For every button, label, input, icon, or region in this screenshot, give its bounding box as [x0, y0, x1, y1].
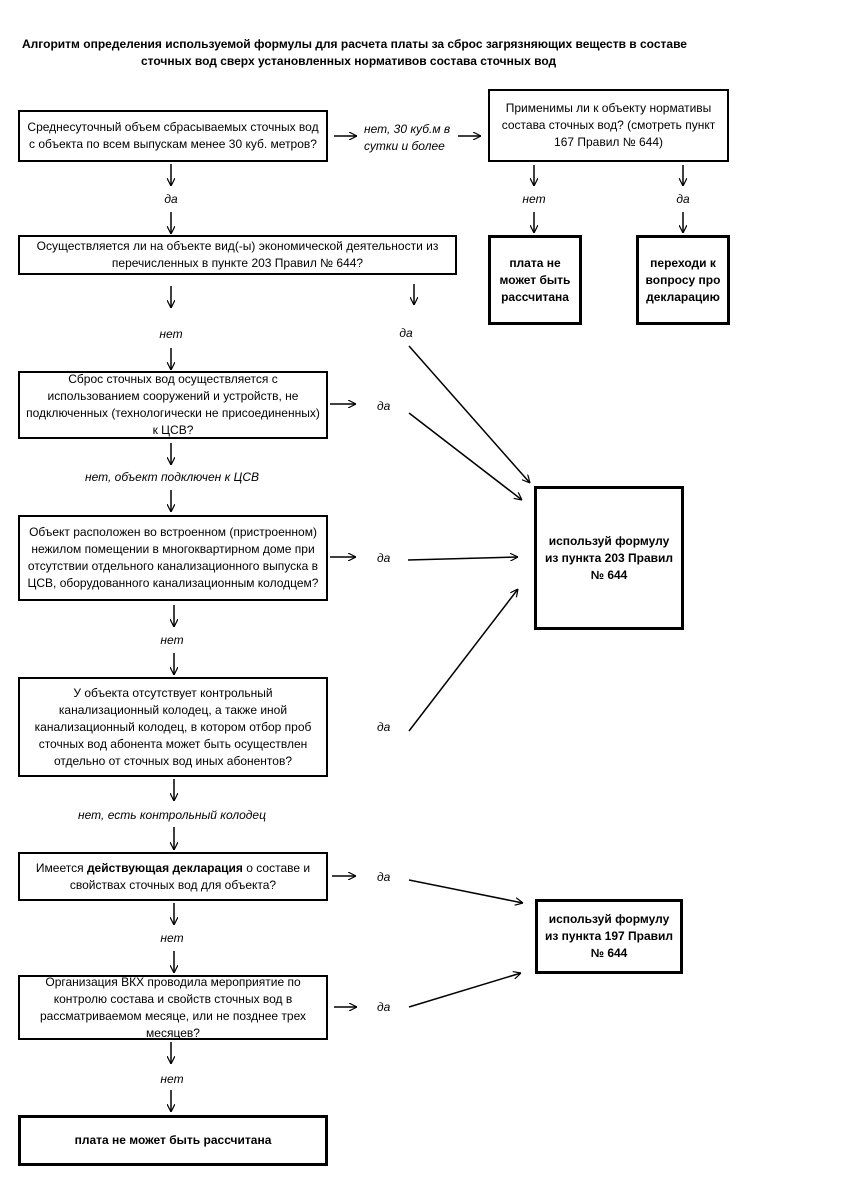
label-q1-no: нет, 30 куб.м в сутки и более — [364, 122, 451, 153]
label-q5-yes: да — [377, 720, 391, 734]
label-q1-yes: да — [164, 192, 178, 206]
arrow-q2-yes-diag — [408, 345, 530, 483]
label-q4-yes: да — [377, 551, 391, 565]
label-q6-yes: да — [377, 870, 391, 884]
label-q3-yes: да — [377, 399, 391, 413]
question-built-in-premises: Объект расположен во встроенном (пристро… — [18, 515, 328, 601]
diagram-title-line-2: сточных вод сверх установленных норматив… — [141, 54, 557, 68]
arrow-q5-diag — [408, 589, 518, 732]
question-norms-applicable: Применимы ли к объекту нормативы состава… — [488, 89, 729, 162]
question-no-control-well: У объекта отсутствует контрольный канали… — [18, 677, 328, 777]
label-q6-no: нет — [160, 931, 184, 945]
question-vkh-control: Организация ВКХ проводила мероприятие по… — [18, 975, 328, 1040]
label-q3-no: нет, объект подключен к ЦСВ — [85, 470, 259, 484]
label-norms-yes: да — [676, 192, 690, 206]
arrow-q6-diag — [408, 879, 523, 903]
label-q2-yes: да — [399, 326, 413, 340]
label-q7-yes: да — [377, 1000, 391, 1014]
question-economic-activity: Осуществляется ли на объекте вид(-ы) эко… — [18, 235, 457, 275]
question-valid-declaration-text: Имеется действующая декларация о составе… — [35, 860, 311, 892]
label-q7-no: нет — [160, 1072, 184, 1086]
label-q5-no: нет, есть контрольный колодец — [78, 808, 266, 822]
label-norms-no: нет — [522, 192, 546, 206]
arrow-q3-diag — [408, 412, 522, 500]
result-go-to-declaration: переходи к вопросу про декларацию — [636, 235, 730, 325]
question-daily-volume: Среднесуточный объем сбрасываемых сточны… — [18, 110, 328, 162]
valid-declaration-emphasis: действующая декларация — [86, 860, 243, 875]
diagram-title-line-1: Алгоритм определения используемой формул… — [22, 37, 687, 51]
arrow-q4-diag — [407, 557, 518, 560]
result-formula-197: используй формулу из пункта 197 Правил №… — [535, 899, 683, 974]
question-unconnected-facilities: Сброс сточных вод осуществляется с испол… — [18, 371, 328, 439]
result-cannot-calculate-bottom: плата не может быть рассчитана — [18, 1115, 328, 1166]
question-valid-declaration: Имеется действующая декларация о составе… — [18, 852, 328, 901]
label-q4-no: нет — [160, 633, 184, 647]
result-formula-203: используй формулу из пункта 203 Правил №… — [534, 486, 684, 630]
label-q2-no: нет — [159, 327, 183, 341]
arrow-q7-diag — [408, 973, 521, 1008]
result-cannot-calculate-top: плата не может быть рассчитана — [488, 235, 582, 325]
